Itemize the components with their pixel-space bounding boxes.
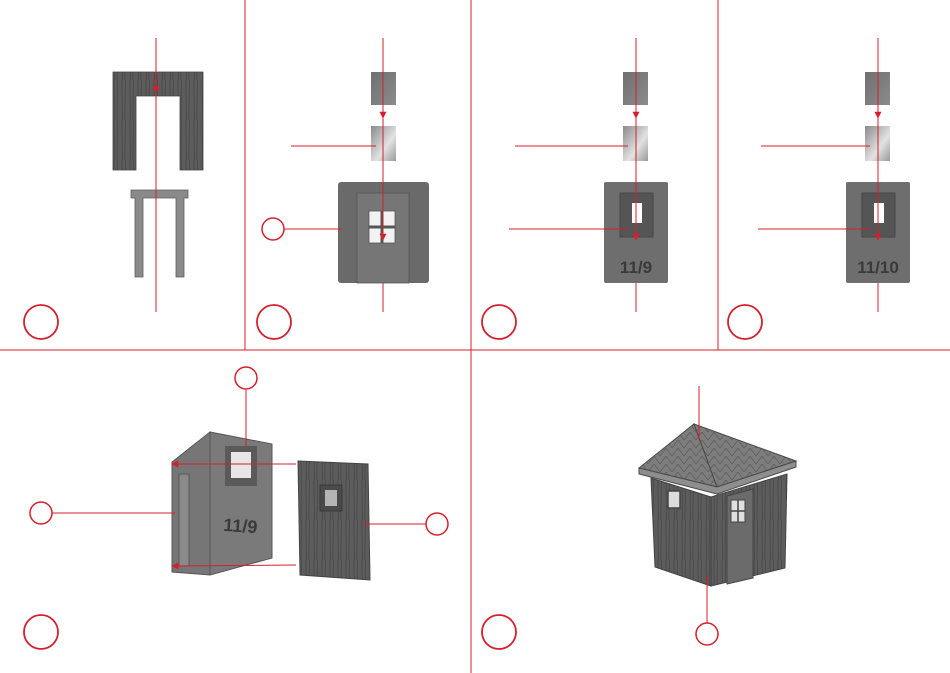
step-circle-icon (482, 305, 516, 339)
callout-circle-icon (235, 367, 257, 389)
step-circle-icon (24, 305, 58, 339)
step-circle-icon (482, 615, 516, 649)
callout-circle-icon (262, 218, 284, 240)
step-circle-icon (24, 615, 58, 649)
leaf-window-glass (231, 452, 251, 478)
step-6-panel (482, 386, 796, 649)
part-number-label: 11/9 (620, 258, 652, 277)
plank-window-inner (325, 490, 337, 506)
door-plank-part (298, 461, 370, 580)
callout-circle-icon (696, 623, 718, 645)
hut-front-wall (651, 478, 711, 586)
leaf-window (874, 203, 884, 223)
leaf-window (632, 203, 642, 223)
step-3-panel: 11/9 (482, 38, 668, 339)
step-circle-icon (728, 305, 762, 339)
callout-circle-icon (30, 502, 52, 524)
step-4-panel: 11/10 (728, 38, 910, 339)
hut-side-window (668, 491, 680, 508)
part-number-label: 11/9 (223, 515, 258, 537)
door-frame-back (172, 432, 210, 575)
frame-edge (179, 474, 189, 566)
callout-circle-icon (426, 513, 448, 535)
part-number-label: 11/10 (857, 258, 899, 277)
step-5-panel: 11/9 (24, 367, 448, 649)
wall-opening-part (113, 72, 203, 170)
step-2-panel (257, 38, 429, 339)
door-frame-part (131, 190, 188, 277)
step-1-panel (24, 38, 203, 339)
step-circle-icon (257, 305, 291, 339)
